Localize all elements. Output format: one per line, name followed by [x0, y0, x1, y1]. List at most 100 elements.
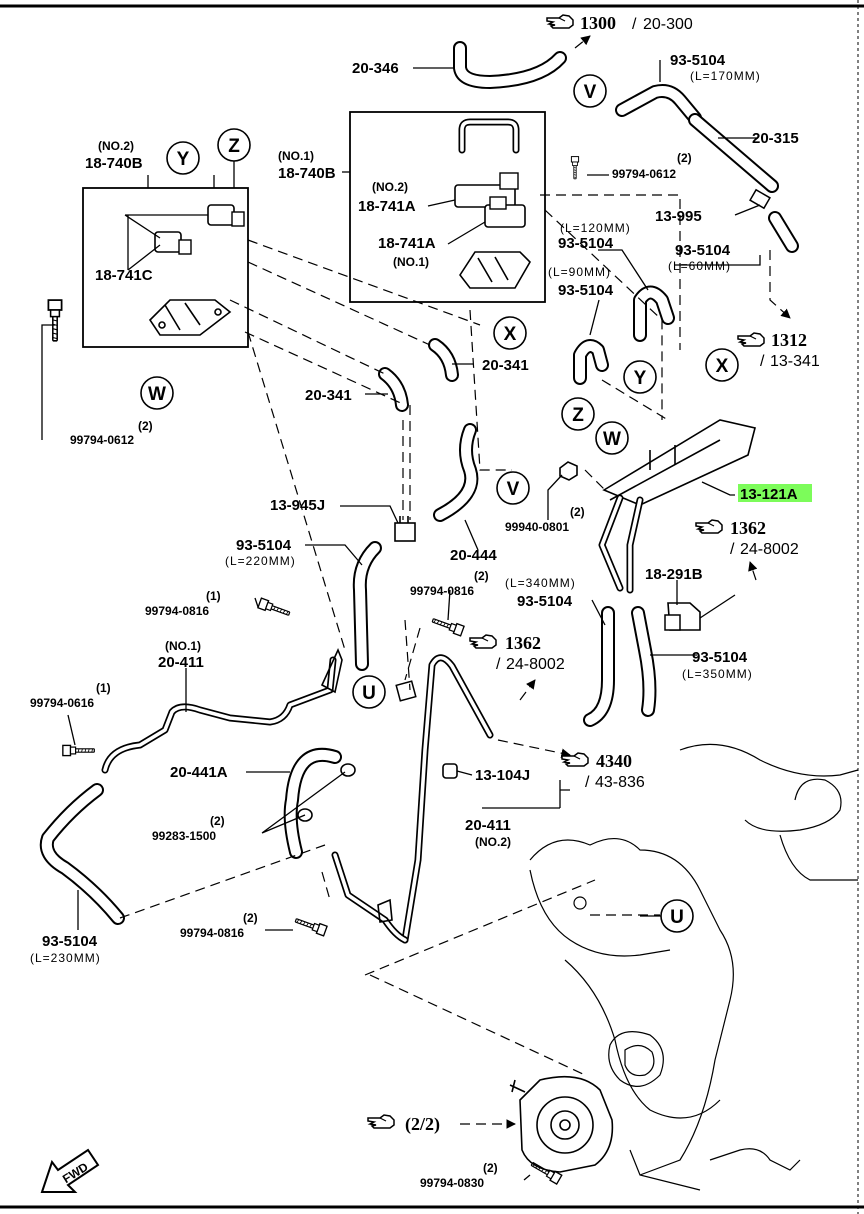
vacuum-pump — [509, 1075, 614, 1173]
hand-pointer-icon — [367, 1114, 395, 1129]
label-99794-0816-c: 99794-0816 — [180, 926, 244, 940]
svg-text:/: / — [585, 774, 590, 791]
svg-text:/: / — [632, 16, 637, 33]
hose-20-441A — [283, 747, 342, 859]
svg-text:W: W — [148, 384, 166, 405]
label-no1-b: (NO.1) — [393, 255, 429, 269]
bolt-99794-0816-c — [293, 914, 328, 937]
label-20-341-a: 20-341 — [482, 357, 529, 374]
hose-93-5104-90 — [573, 339, 609, 385]
hose-20-444 — [433, 423, 479, 522]
label-20-315: 20-315 — [752, 130, 799, 147]
svg-text:4340: 4340 — [596, 751, 632, 771]
circle-W-right: W — [595, 421, 629, 455]
label-99794-0816-a: 99794-0816 — [410, 584, 474, 598]
svg-text:13-341: 13-341 — [770, 353, 820, 370]
svg-text:1362: 1362 — [505, 633, 541, 653]
solenoid-valve-no2 — [124, 204, 245, 336]
label-93-5104-f: 93-5104 — [517, 593, 573, 610]
circle-markers: V Y Z X W Y Z W X V U U — [140, 74, 739, 933]
label-qty2-b: (2) — [138, 419, 153, 433]
label-93-5104-b: 93-5104 — [558, 235, 614, 252]
svg-text:Z: Z — [228, 136, 240, 157]
solid-leaders — [41, 60, 761, 1181]
circle-Y-left: Y — [166, 141, 200, 175]
circle-V-top: V — [573, 74, 607, 108]
label-13-945J: 13-945J — [270, 497, 325, 514]
label-99794-0816-b: 99794-0816 — [145, 604, 209, 618]
svg-text:1300: 1300 — [580, 13, 616, 33]
hose-20-341-a — [428, 338, 459, 382]
label-20-444: 20-444 — [450, 547, 497, 564]
label-no1-a: (NO.1) — [278, 149, 314, 163]
joint-13-995 — [749, 188, 771, 210]
hose-20-346 — [453, 41, 567, 89]
label-len220: (L=220MM) — [225, 554, 296, 568]
label-qty1-a: (1) — [206, 589, 221, 603]
part-labels: 20-346 93-5104 (L=170MM) 20-315 (NO.2) 1… — [30, 52, 812, 1190]
solenoid-box-left — [82, 187, 249, 348]
circle-W-box: W — [140, 376, 174, 410]
label-93-5104-e: 93-5104 — [236, 537, 292, 554]
label-99794-0612-a: 99794-0612 — [612, 167, 676, 181]
hose-93-5104-340 — [583, 606, 615, 727]
label-qty2-f: (2) — [243, 911, 258, 925]
hand-pointer-icon — [695, 519, 723, 534]
svg-text:/: / — [760, 353, 765, 370]
hand-pointer-icon — [561, 752, 589, 767]
label-20-411-a: 20-411 — [158, 654, 204, 671]
label-18-740B-b: 18-740B — [278, 165, 336, 182]
label-99794-0830: 99794-0830 — [420, 1176, 484, 1190]
svg-text:Y: Y — [634, 368, 647, 389]
label-20-441A: 20-441A — [170, 764, 228, 781]
svg-text:Y: Y — [177, 149, 190, 170]
label-no2-a: (NO.2) — [98, 139, 134, 153]
label-no2-c: (NO.2) — [475, 835, 511, 849]
label-99283-1500: 99283-1500 — [152, 829, 216, 843]
label-qty2-a: (2) — [677, 151, 692, 165]
bolt-99794-0816-b — [257, 597, 292, 620]
engine-block — [529, 743, 859, 1191]
solenoid-valve-no1 — [454, 118, 531, 289]
label-qty1-b: (1) — [96, 681, 111, 695]
label-20-346: 20-346 — [352, 60, 399, 77]
hose-93-5104-220 — [352, 541, 382, 671]
svg-text:V: V — [584, 82, 597, 103]
svg-text:1312: 1312 — [771, 330, 807, 350]
svg-text:20-300: 20-300 — [643, 16, 693, 33]
circle-Y-right: Y — [623, 360, 657, 394]
hose-93-5104-60 — [768, 211, 799, 253]
hose-93-5104-230 — [39, 783, 125, 925]
hand-pointer-icon — [737, 332, 765, 347]
ref-1362-mid: 1362 / 24-8002 — [469, 633, 565, 673]
label-20-411-b: 20-411 — [465, 817, 511, 834]
bolt-99794-0616 — [62, 744, 95, 757]
svg-text:24-8002: 24-8002 — [506, 656, 565, 673]
circle-U-left: U — [352, 675, 386, 709]
label-len350: (L=350MM) — [682, 667, 753, 681]
circle-V-mid: V — [496, 471, 530, 505]
label-no2-b: (NO.2) — [372, 180, 408, 194]
svg-text:W: W — [603, 429, 621, 450]
circle-X-box: X — [493, 316, 527, 350]
label-18-291B: 18-291B — [645, 566, 703, 583]
ref-1362-right: 1362 / 24-8002 — [695, 518, 799, 558]
ref-4340: 4340 / 43-836 — [561, 751, 645, 791]
highlight-13-121A — [738, 484, 812, 502]
circle-Z-right: Z — [561, 397, 595, 431]
ref-1312: 1312 / 13-341 — [737, 330, 820, 370]
ref-1300: 1300 / 20-300 — [546, 13, 693, 33]
label-len120: (L=120MM) — [560, 221, 631, 235]
label-len170: (L=170MM) — [690, 69, 761, 83]
label-len340: (L=340MM) — [505, 576, 576, 590]
svg-text:24-8002: 24-8002 — [740, 541, 799, 558]
label-13-104J: 13-104J — [475, 767, 530, 784]
dashed-leaders — [119, 35, 791, 1129]
hose-20-315 — [688, 113, 779, 193]
label-len230: (L=230MM) — [30, 951, 101, 965]
label-qty2-c: (2) — [570, 505, 585, 519]
circle-X-right: X — [705, 348, 739, 382]
pipe-20-411-no1 — [101, 647, 343, 774]
label-18-740B-a: 18-740B — [85, 155, 143, 172]
